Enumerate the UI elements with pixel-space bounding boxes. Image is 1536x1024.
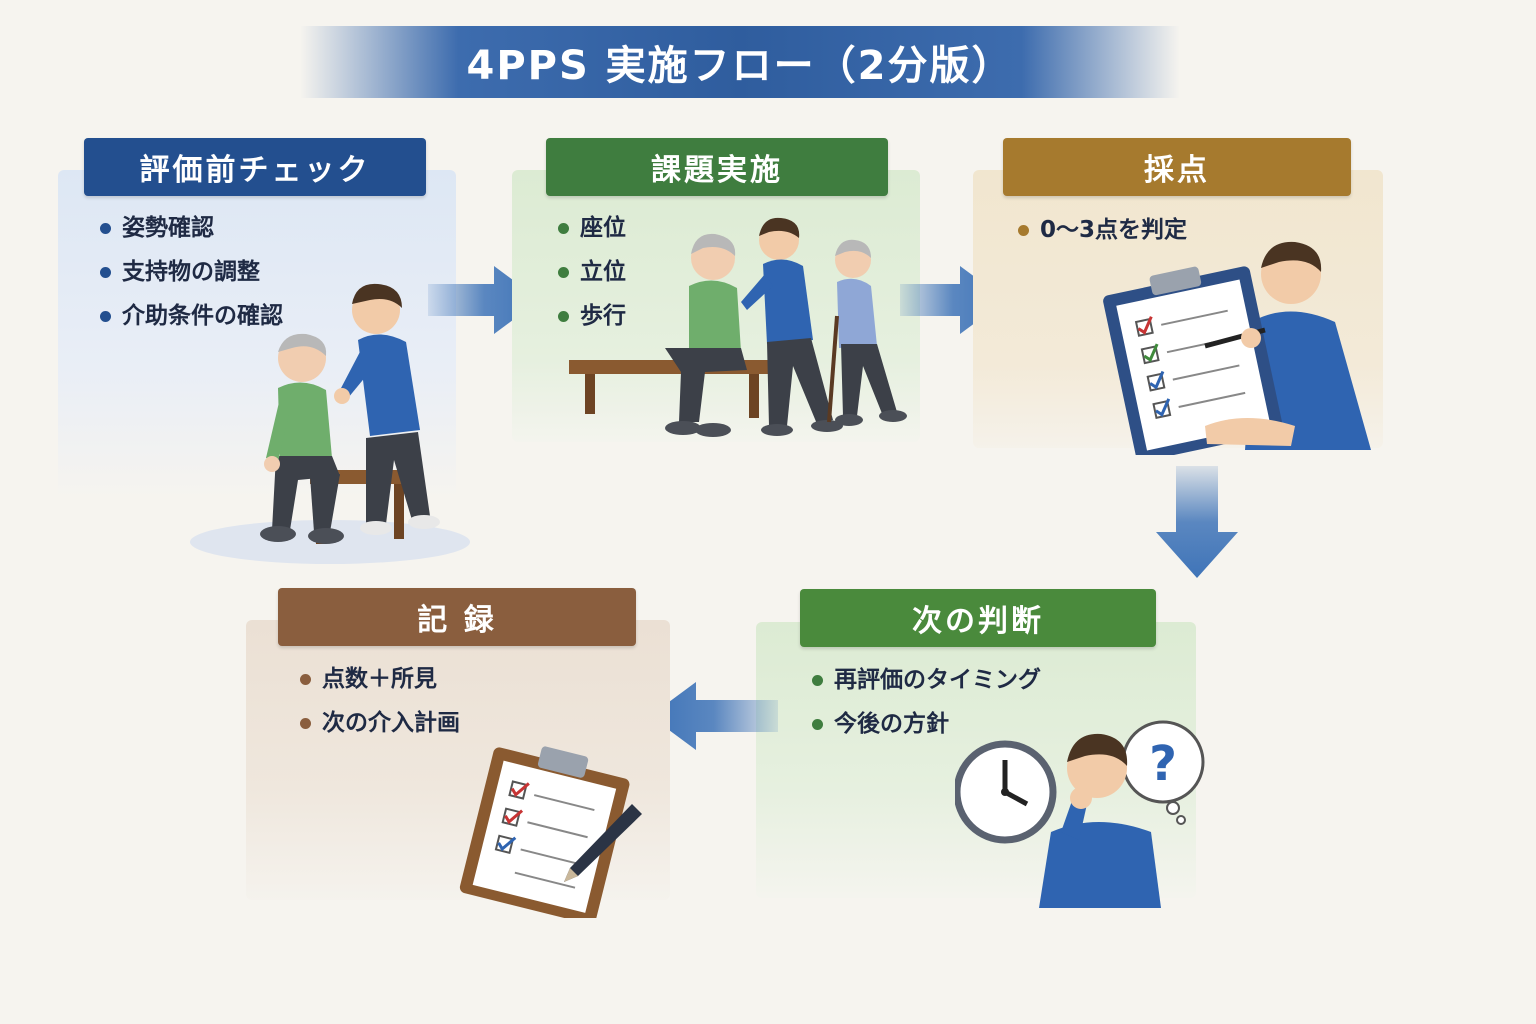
list-item: 点数＋所見 xyxy=(300,657,460,701)
list-item: 立位 xyxy=(558,250,626,294)
step-pre-check-heading: 評価前チェック xyxy=(84,138,426,196)
list-item: 座位 xyxy=(558,206,626,250)
list-item: 介助条件の確認 xyxy=(100,294,283,338)
bullet-icon xyxy=(1018,224,1029,236)
bullet-icon xyxy=(300,673,311,685)
record-clipboard-illustration xyxy=(459,746,642,918)
bullet-icon xyxy=(812,718,823,730)
step-pre-check-list: 姿勢確認 支持物の調整 介助条件の確認 xyxy=(100,206,283,338)
step-next-decision-list: 再評価のタイミング 今後の方針 xyxy=(812,658,1041,746)
step-task-list: 座位 立位 歩行 xyxy=(558,206,626,338)
scoring-clipboard-illustration xyxy=(1103,241,1371,455)
list-item: 0〜3点を判定 xyxy=(1018,208,1187,252)
pen-icon xyxy=(564,804,642,882)
task-performance-illustration xyxy=(569,217,907,437)
bullet-icon xyxy=(812,674,823,686)
step-next-decision-heading: 次の判断 xyxy=(800,589,1156,647)
decision-thinking-illustration: ? xyxy=(955,720,1205,908)
step-scoring-heading: 採点 xyxy=(1003,138,1351,196)
list-item: 今後の方針 xyxy=(812,702,1041,746)
page-title: 4PPS 実施フロー（2分版） xyxy=(466,43,1014,89)
bullet-icon xyxy=(300,717,311,729)
bullet-icon xyxy=(100,266,111,278)
arrow-down-icon xyxy=(1156,466,1238,578)
arrow-left-icon xyxy=(650,682,778,750)
title-banner: 4PPS 実施フロー（2分版） xyxy=(300,26,1180,98)
therapist-support-illustration xyxy=(190,283,470,564)
step-scoring-list: 0〜3点を判定 xyxy=(1018,208,1187,252)
step-task-heading: 課題実施 xyxy=(546,138,888,196)
step-record-list: 点数＋所見 次の介入計画 xyxy=(300,657,460,745)
bullet-icon xyxy=(100,310,111,322)
bullet-icon xyxy=(558,222,569,234)
list-item: 姿勢確認 xyxy=(100,206,283,250)
list-item: 歩行 xyxy=(558,294,626,338)
step-record-heading: 記 録 xyxy=(278,588,636,646)
list-item: 支持物の調整 xyxy=(100,250,283,294)
bullet-icon xyxy=(558,266,569,278)
bullet-icon xyxy=(558,310,569,322)
question-mark-icon: ? xyxy=(1149,736,1177,792)
list-item: 再評価のタイミング xyxy=(812,658,1041,702)
bullet-icon xyxy=(100,222,111,234)
list-item: 次の介入計画 xyxy=(300,701,460,745)
